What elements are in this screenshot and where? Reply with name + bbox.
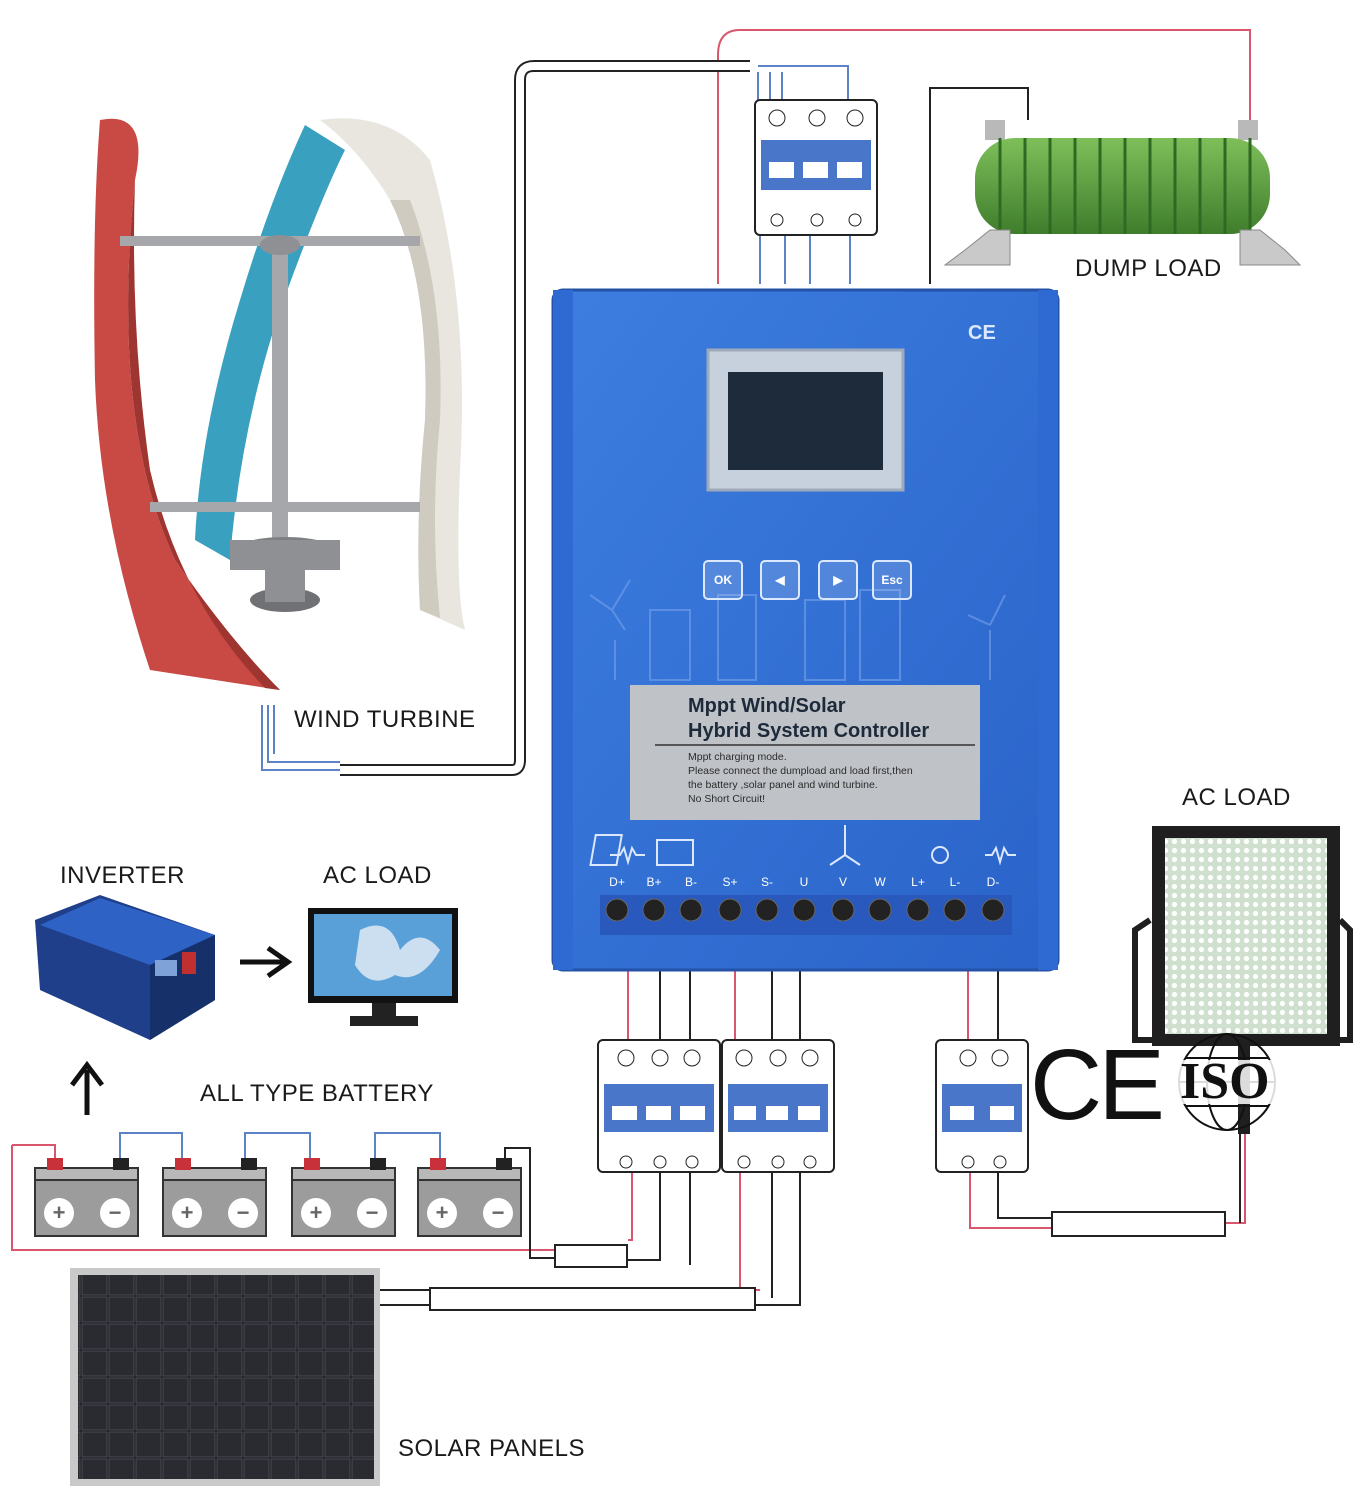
terminal-label-u: U [799, 875, 809, 889]
breaker-battery [597, 1039, 721, 1173]
wire-sleeve-solar [429, 1287, 756, 1311]
label-all-type-battery: ALL TYPE BATTERY [200, 1080, 434, 1107]
battery2-minus-sign: − [228, 1198, 258, 1228]
controller-title-line2: Hybrid System Controller [688, 720, 930, 742]
terminal-label-s-plus: S+ [722, 875, 738, 889]
iso-certification-mark: ISO [1180, 1053, 1270, 1110]
terminal-group-icons [589, 825, 1016, 866]
battery2-plus-sign: + [172, 1198, 202, 1228]
terminal-label-d-plus: D+ [609, 875, 625, 889]
controller-note-line4: No Short Circuit! [688, 793, 766, 805]
terminal-label-w: W [874, 875, 886, 889]
controller-ok-button[interactable]: OK [703, 560, 743, 600]
wire-sleeve-ac-load [1051, 1211, 1226, 1237]
label-ac-load-monitor: AC LOAD [323, 862, 432, 889]
controller-note-line3: the battery ,solar panel and wind turbin… [688, 779, 878, 791]
battery4-plus-sign: + [427, 1198, 457, 1228]
label-wind-turbine: WIND TURBINE [294, 706, 476, 733]
battery1-plus-sign: + [44, 1198, 74, 1228]
terminal-label-b-minus: B- [685, 875, 697, 889]
wire-sleeve-battery [554, 1244, 628, 1268]
controller-note-line2: Please connect the dumpload and load fir… [688, 765, 913, 777]
controller-left-button[interactable]: ◀ [760, 560, 800, 600]
label-inverter: INVERTER [60, 862, 185, 889]
breaker-ac-load [935, 1039, 1029, 1173]
ce-certification-mark: CE [1030, 1029, 1165, 1141]
terminal-label-b-plus: B+ [646, 875, 662, 889]
inverter-icon [35, 895, 215, 1040]
label-ac-load-light: AC LOAD [1182, 784, 1291, 811]
label-dump-load: DUMP LOAD [1075, 255, 1222, 282]
controller-body-icon [551, 288, 1060, 972]
controller-ce-mark: CE [968, 322, 996, 344]
battery4-minus-sign: − [483, 1198, 513, 1228]
arrow-up-icon [70, 1060, 104, 1115]
terminal-screws [605, 898, 1005, 922]
terminal-label-l-minus: L- [949, 875, 961, 889]
controller-note-line1: Mppt charging mode. [688, 751, 787, 763]
terminal-label-s-minus: S- [761, 875, 773, 889]
wires [11, 29, 1251, 1306]
controller-title-line1: Mppt Wind/Solar [688, 695, 846, 717]
controller-right-button[interactable]: ▶ [818, 560, 858, 600]
breaker-wind [754, 99, 878, 236]
solar-panel-icon [70, 1268, 380, 1486]
terminal-label-v: V [838, 875, 847, 889]
dump-load-resistor-icon [943, 120, 1302, 266]
monitor-icon [308, 908, 458, 1026]
controller-esc-button[interactable]: Esc [872, 560, 912, 600]
breaker-solar [721, 1039, 835, 1173]
arrow-right-icon [240, 945, 293, 979]
terminal-label-l-plus: L+ [911, 875, 925, 889]
terminal-label-d-minus: D- [986, 875, 1000, 889]
label-solar-panels: SOLAR PANELS [398, 1435, 585, 1462]
wind-turbine-icon [94, 118, 465, 690]
battery3-minus-sign: − [357, 1198, 387, 1228]
battery1-minus-sign: − [100, 1198, 130, 1228]
battery3-plus-sign: + [301, 1198, 331, 1228]
